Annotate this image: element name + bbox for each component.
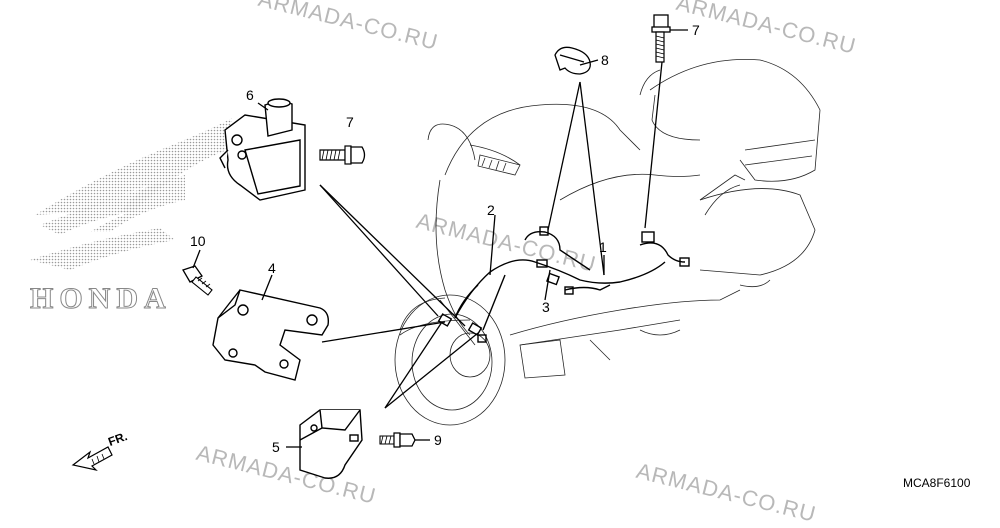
- callout-10: 10: [190, 233, 206, 249]
- part-9-bolt: [379, 432, 416, 448]
- callout-7: 7: [692, 22, 700, 38]
- part-5-cover: [299, 409, 363, 479]
- diagram-drawing: [30, 14, 821, 479]
- callout-6: 6: [246, 87, 254, 103]
- part-4-bracket: [212, 289, 330, 381]
- diagram-code: MCA8F6100: [903, 476, 971, 490]
- motorcycle-outline: [394, 59, 821, 426]
- part-8-clamp: [554, 46, 591, 75]
- part-7-bolt-top: [651, 14, 671, 63]
- callout-4: 4: [268, 260, 276, 276]
- callout-8: 8: [601, 52, 609, 68]
- wire-harness: [437, 226, 690, 343]
- part-6-module: [219, 98, 306, 201]
- leader-lines: [192, 29, 688, 448]
- callout-9: 9: [434, 432, 442, 448]
- front-arrow-icon: [71, 446, 113, 472]
- callout-3: 3: [542, 299, 550, 315]
- honda-wing-logo: [30, 118, 232, 270]
- parts-diagram: ARMADA-CO.RU ARMADA-CO.RU ARMADA-CO.RU A…: [30, 0, 971, 527]
- callout-1: 1: [599, 239, 607, 255]
- part-10-bolt: [182, 265, 213, 296]
- part-7-bolt-middle: [319, 145, 366, 165]
- callout-2: 2: [487, 202, 495, 218]
- honda-wordmark: HONDA: [30, 282, 172, 316]
- callout-7: 7: [346, 114, 354, 130]
- callout-5: 5: [272, 439, 280, 455]
